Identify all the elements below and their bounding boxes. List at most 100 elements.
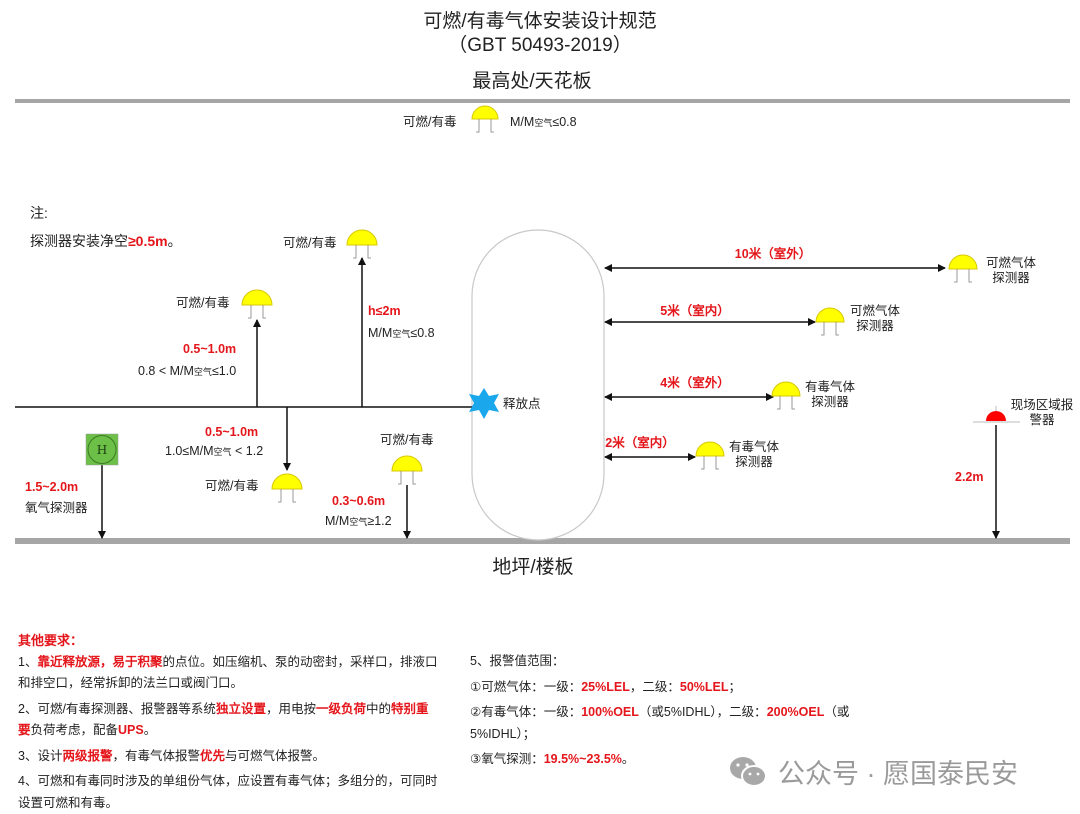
highlight-text: 独立设置	[216, 702, 266, 716]
note-line: 和排空口，经常拆卸的法兰口或阀门口。	[18, 673, 437, 695]
note-text: 设置可燃和有毒。	[18, 796, 118, 810]
release-point-label: 释放点	[503, 397, 541, 412]
mid-down-detector-height: 0.5~1.0m	[205, 425, 258, 440]
mid-up-detector-ratio: 0.8 < M/M空气≤1.0	[138, 364, 236, 380]
note-line: 1、靠近释放源，易于积聚的点位。如压缩机、泵的动密封，采样口，排液口	[18, 652, 437, 674]
note-text: （或5%IDHL），二级：	[639, 705, 767, 719]
oxygen-detector-label: 氧气探测器	[25, 501, 88, 516]
detector-2m-label: 有毒气体探测器	[729, 440, 779, 470]
note-text-main: 探测器安装净空	[30, 233, 128, 249]
note-line: 设置可燃和有毒。	[18, 793, 437, 814]
note-text: 与可燃气体报警。	[225, 749, 325, 763]
note-line: 3、设计两级报警，有毒气体报警优先与可燃气体报警。	[18, 746, 437, 768]
watermark-text: 公众号 · 愿国泰民安	[778, 752, 1018, 791]
distance-10m-label: 10米（室外）	[735, 247, 811, 262]
low-detector-height: 0.3~0.6m	[332, 494, 385, 509]
label-line1: 可燃气体	[850, 304, 900, 319]
ratio-prefix: 0.8 < M/M	[138, 364, 194, 378]
title-line2: （GBT 50493-2019）	[448, 34, 631, 58]
low-detector-label: 可燃/有毒	[380, 433, 433, 448]
detector-icon-10m	[949, 255, 977, 282]
note-line: 2、可燃/有毒探测器、报警器等系统独立设置，用电按一级负荷中的特别重	[18, 699, 437, 721]
note-text: 2、可燃/有毒探测器、报警器等系统	[18, 702, 216, 716]
highlight-text: 100%OEL	[581, 705, 639, 719]
requirements-list: 1、靠近释放源，易于积聚的点位。如压缩机、泵的动密封，采样口，排液口和排空口，经…	[18, 652, 437, 814]
label-line1: 可燃气体	[986, 256, 1036, 271]
note-line: 要负荷考虑，配备UPS。	[18, 720, 437, 742]
note-text: 3、设计	[18, 749, 62, 763]
detector-icon-top	[472, 106, 498, 132]
note-text: ，用电按	[266, 702, 316, 716]
distance-4m-label: 4米（室外）	[660, 376, 729, 391]
ratio-suffix: < 1.2	[232, 444, 264, 458]
highlight-text: 50%LEL	[680, 680, 729, 694]
highlight-text: 25%LEL	[581, 680, 630, 694]
highlight-text: 特别重	[391, 702, 429, 716]
distance-5m-label: 5米（室内）	[660, 304, 729, 319]
note-text: 负荷考虑，配备	[31, 723, 119, 737]
note-text: 中的	[366, 702, 391, 716]
note-text: ，有毒气体报警	[112, 749, 200, 763]
note-text: 4、可燃和有毒同时涉及的单组份气体，应设置有毒气体；多组分的，可同时	[18, 774, 437, 788]
note-line: 4、可燃和有毒同时涉及的单组份气体，应设置有毒气体；多组分的，可同时	[18, 771, 437, 793]
alarm-label: 现场区域报警器	[1011, 398, 1074, 428]
label-line1: 有毒气体	[805, 380, 855, 395]
oxygen-detector-height: 1.5~2.0m	[25, 480, 78, 495]
top-detector-ratio: M/M空气≤0.8	[510, 115, 577, 131]
note-clearance-value: ≥0.5m	[128, 233, 168, 249]
note-text: 和排空口，经常拆卸的法兰口或阀门口。	[18, 676, 243, 690]
requirements-title: 其他要求：	[18, 630, 437, 652]
watermark: 公众号 · 愿国泰民安	[728, 752, 1018, 791]
mid-down-detector-ratio: 1.0≤M/M空气 < 1.2	[165, 444, 263, 460]
ceiling-slab	[15, 99, 1070, 103]
note-text: ③氧气探测：	[470, 752, 544, 766]
label-line2: 探测器	[986, 271, 1036, 286]
note-text: ②有毒气体：一级：	[470, 705, 581, 719]
note-text: （或	[824, 705, 849, 719]
detector-5m-label: 可燃气体探测器	[850, 304, 900, 334]
label-line2: 警器	[1011, 413, 1074, 428]
alarm-height: 2.2m	[955, 470, 984, 485]
note-text: 的点位。如压缩机、泵的动密封，采样口，排液口	[162, 655, 437, 669]
detector-icon-low	[392, 456, 422, 484]
highlight-text: 两级报警	[62, 749, 112, 763]
label-line2: 探测器	[850, 319, 900, 334]
detector-icon-5m	[816, 308, 844, 335]
highlight-text: 要	[18, 723, 31, 737]
note-line: 5、报警值范围：	[470, 651, 849, 673]
vessel-tank	[472, 230, 604, 540]
label-line2: 探测器	[805, 395, 855, 410]
highlight-text: 优先	[200, 749, 225, 763]
ratio-suffix: ≤0.8	[552, 115, 576, 129]
detector-icon-mid-down	[272, 474, 302, 502]
oxygen-detector-letter: H	[97, 443, 107, 457]
title-line1: 可燃/有毒气体安装设计规范	[423, 10, 656, 34]
label-line1: 现场区域报	[1011, 398, 1074, 413]
ratio-prefix: 1.0≤M/M	[165, 444, 214, 458]
high-detector-ratio: M/M空气≤0.8	[368, 326, 435, 342]
ratio-suffix: ≤1.0	[212, 364, 236, 378]
ratio-prefix: M/M	[325, 514, 349, 528]
detector-4m-label: 有毒气体探测器	[805, 380, 855, 410]
note-line: ①可燃气体：一级：25%LEL，二级：50%LEL；	[470, 677, 849, 699]
note-text: 。	[144, 723, 157, 737]
ratio-sub: 空气	[214, 447, 232, 457]
ratio-suffix: ≤0.8	[410, 326, 434, 340]
detector-icon-high	[347, 230, 377, 258]
highlight-text: 靠近释放源，易于积聚	[37, 655, 162, 669]
top-detector-label: 可燃/有毒	[403, 115, 456, 130]
note-line: 5%IDHL）；	[470, 724, 849, 746]
detector-icon-2m	[696, 442, 724, 469]
ratio-sub: 空气	[349, 517, 367, 527]
ratio-sub: 空气	[392, 329, 410, 339]
other-requirements: 其他要求： 1、靠近释放源，易于积聚的点位。如压缩机、泵的动密封，采样口，排液口…	[18, 630, 437, 814]
note-text-end: 。	[168, 233, 182, 249]
wechat-icon	[728, 755, 768, 789]
ratio-suffix: ≥1.2	[367, 514, 391, 528]
ratio-prefix: M/M	[510, 115, 534, 129]
highlight-text: 19.5%~23.5%	[544, 752, 622, 766]
mid-up-detector-label: 可燃/有毒	[176, 296, 229, 311]
note-line: ②有毒气体：一级：100%OEL（或5%IDHL），二级：200%OEL（或	[470, 702, 849, 724]
high-detector-height: h≤2m	[368, 304, 401, 319]
ratio-sub: 空气	[534, 118, 552, 128]
